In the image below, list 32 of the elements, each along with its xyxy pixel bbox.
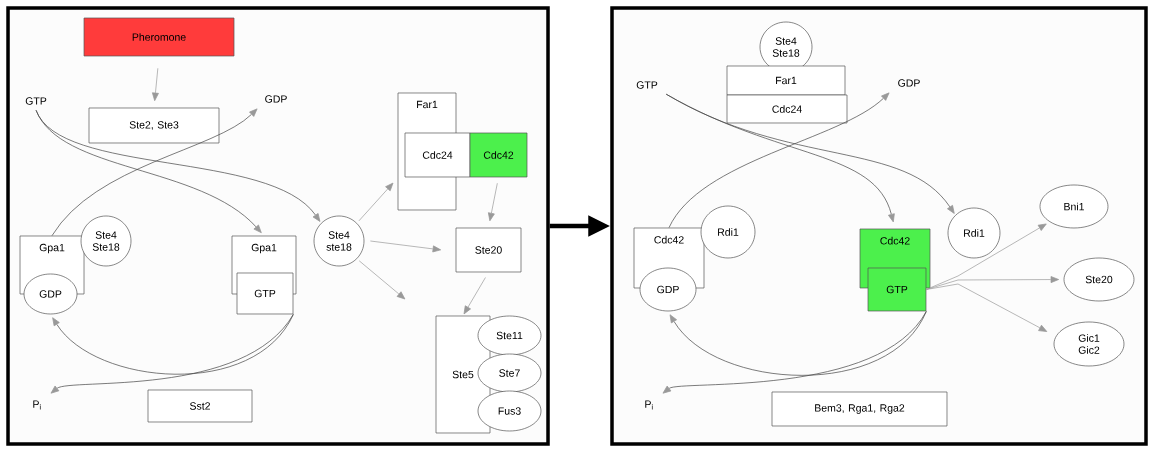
arrow [926, 223, 1047, 290]
arrow [358, 182, 394, 222]
protein-box: Cdc24 [404, 132, 471, 178]
arrow [926, 283, 1048, 332]
protein-box: Far1 [726, 65, 846, 96]
molecule-box: GTP [867, 267, 927, 312]
curved-arrow [52, 314, 294, 375]
molecule-label: P$_{i}$ [33, 400, 41, 410]
molecule-label: GDP [265, 95, 287, 103]
curved-arrow [50, 314, 294, 394]
stimulus-box: Pheromone [83, 17, 235, 57]
protein-box: Sst2 [147, 389, 253, 423]
curved-arrow [662, 311, 927, 394]
protein-box: Cdc42 [469, 132, 528, 178]
molecule-label: GTP [636, 81, 658, 89]
molecule-label: GDP [898, 79, 920, 87]
arrow [926, 276, 1060, 290]
arrow [358, 260, 406, 300]
arrow [463, 277, 486, 315]
molecule-label: P$_{i}$ [645, 400, 653, 410]
protein-box: Ste20 [455, 227, 522, 273]
molecule-box: GTP [236, 272, 294, 315]
arrow [370, 240, 442, 253]
receptor-box: Ste2, Ste3 [88, 107, 220, 144]
arrow [488, 182, 498, 222]
protein-box: Cdc24 [726, 94, 848, 124]
curved-arrow [669, 311, 927, 376]
curved-arrow [35, 109, 321, 222]
arrow [152, 67, 159, 102]
protein-box: Bem3, Rga1, Rga2 [771, 391, 948, 427]
curved-arrow [665, 93, 955, 214]
molecule-label: GTP [25, 97, 47, 105]
